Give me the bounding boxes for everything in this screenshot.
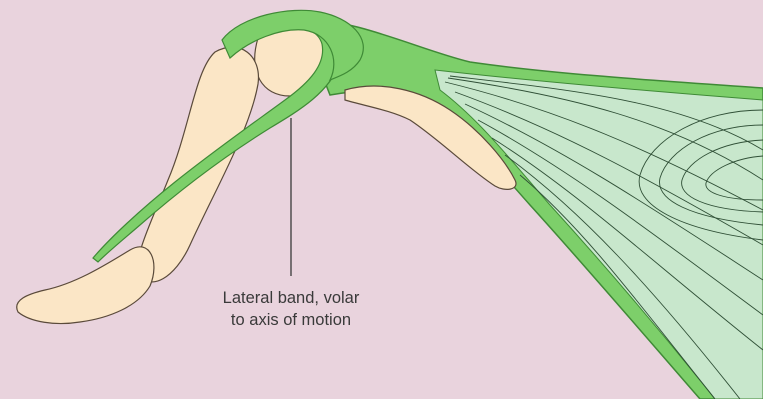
annotation-line-2: to axis of motion [196, 309, 386, 331]
lateral-band-annotation: Lateral band, volar to axis of motion [196, 287, 386, 331]
annotation-line-1: Lateral band, volar [196, 287, 386, 309]
